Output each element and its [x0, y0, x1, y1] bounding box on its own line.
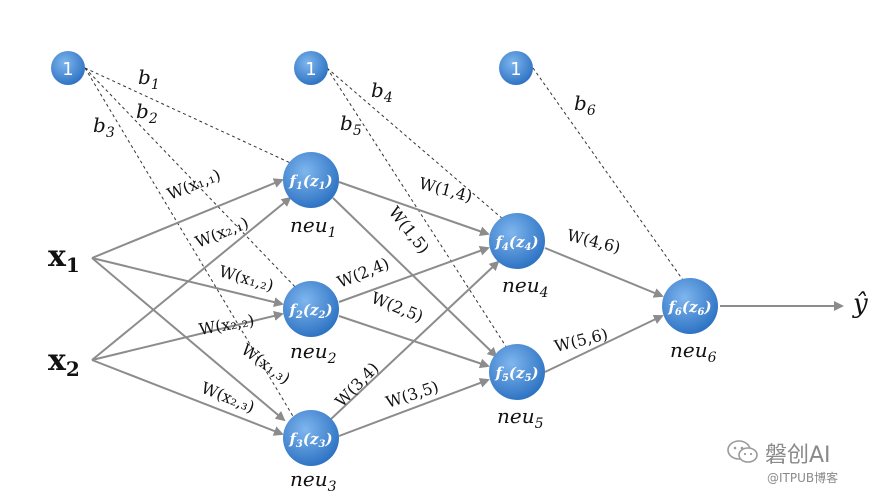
- edge-x1-n3: [91, 257, 286, 422]
- input-label-x2: x2: [48, 343, 80, 381]
- wechat-icon: [727, 440, 758, 463]
- edge-n4-n6: [544, 247, 664, 298]
- weight-label-w25: W(2,5): [369, 288, 427, 326]
- bias-line-b6: [532, 67, 691, 291]
- neuron-name-n6: neu6: [670, 338, 717, 366]
- bias-line-b1: [84, 67, 311, 173]
- bias-node: 1: [51, 51, 85, 85]
- edge-x2-n2: [91, 311, 284, 361]
- activation-label: f2(z2): [288, 301, 332, 321]
- edge-n1-n5: [332, 197, 498, 358]
- bias-node-label: 1: [510, 59, 521, 80]
- edge-n3-n5: [338, 378, 490, 437]
- bias-label-b4: b4: [371, 78, 393, 106]
- weight-label-w35: W(3,5): [383, 377, 441, 412]
- activation-label: f5(z5): [494, 364, 538, 384]
- activation-label: f6(z6): [667, 298, 711, 318]
- weight-label-wx22: W(x₂,₂): [197, 311, 255, 339]
- bias-node: 1: [499, 51, 533, 85]
- input-label-x1: x1: [48, 239, 80, 277]
- weight-label-wx21: W(x₂,₁): [192, 213, 251, 252]
- activation-label: f3(z3): [288, 430, 332, 450]
- neuron-n3: f3(z3): [283, 410, 339, 466]
- weight-label-w15: W(1,5): [385, 203, 433, 258]
- neuron-n6: f6(z6): [662, 278, 718, 334]
- neuron-name-n5: neu5: [497, 404, 544, 432]
- activation-label: f4(z4): [494, 233, 538, 253]
- edge-x1-n1: [91, 178, 284, 259]
- weight-label-w56: W(5,6): [552, 324, 609, 356]
- weight-label-w14: W(1,4): [417, 174, 474, 206]
- output-label: ŷ: [852, 289, 868, 319]
- watermark-subtitle: @ITPUB博客: [767, 471, 839, 485]
- neuron-n2: f2(z2): [283, 281, 339, 337]
- neuron-name-n2: neu2: [290, 339, 337, 367]
- edge-x2-n1: [91, 196, 292, 361]
- bias-node: 1: [294, 51, 328, 85]
- neuron-n4: f4(z4): [489, 213, 545, 269]
- bias-label-b5: b5: [340, 111, 362, 139]
- weight-label-wx13: W(x₁,₃): [238, 340, 294, 388]
- edge-n2-n4: [338, 246, 490, 303]
- neuron-n5: f5(z5): [489, 344, 545, 400]
- bias-line-b2: [84, 67, 301, 293]
- watermark-title: 磐创AI: [765, 443, 831, 468]
- bias-line-b5: [326, 67, 517, 363]
- bias-label-b2: b2: [136, 99, 158, 127]
- weight-label-w46: W(4,6): [565, 225, 622, 257]
- edge-n5-n6: [544, 314, 664, 373]
- edge-x2-n3: [91, 359, 284, 436]
- neuron-name-n1: neu1: [290, 213, 337, 241]
- bias-label-b6: b6: [574, 91, 596, 119]
- bias-label-b3: b3: [93, 113, 115, 141]
- weight-label-w34: W(3,4): [331, 358, 382, 410]
- neuron-name-n3: neu3: [290, 467, 337, 495]
- edge-n1-n4: [338, 181, 490, 237]
- bias-line-b4: [326, 67, 519, 233]
- bias-line-b3: [84, 67, 301, 429]
- weight-label-wx23: W(x₂,₃): [199, 378, 258, 417]
- bias-label-b1: b1: [138, 65, 160, 93]
- weight-connections: [91, 178, 844, 437]
- neuron-n1: f1(z1): [283, 152, 339, 208]
- watermark: 磐创AI @ITPUB博客: [721, 433, 871, 489]
- edge-n3-n4: [329, 260, 500, 421]
- activation-label: f1(z1): [288, 172, 332, 192]
- weight-label-wx11: W(x₁,₁): [164, 165, 223, 204]
- bias-connections: [84, 67, 691, 429]
- bias-node-label: 1: [62, 59, 73, 80]
- neuron-name-n4: neu4: [502, 273, 549, 301]
- bias-node-label: 1: [305, 59, 316, 80]
